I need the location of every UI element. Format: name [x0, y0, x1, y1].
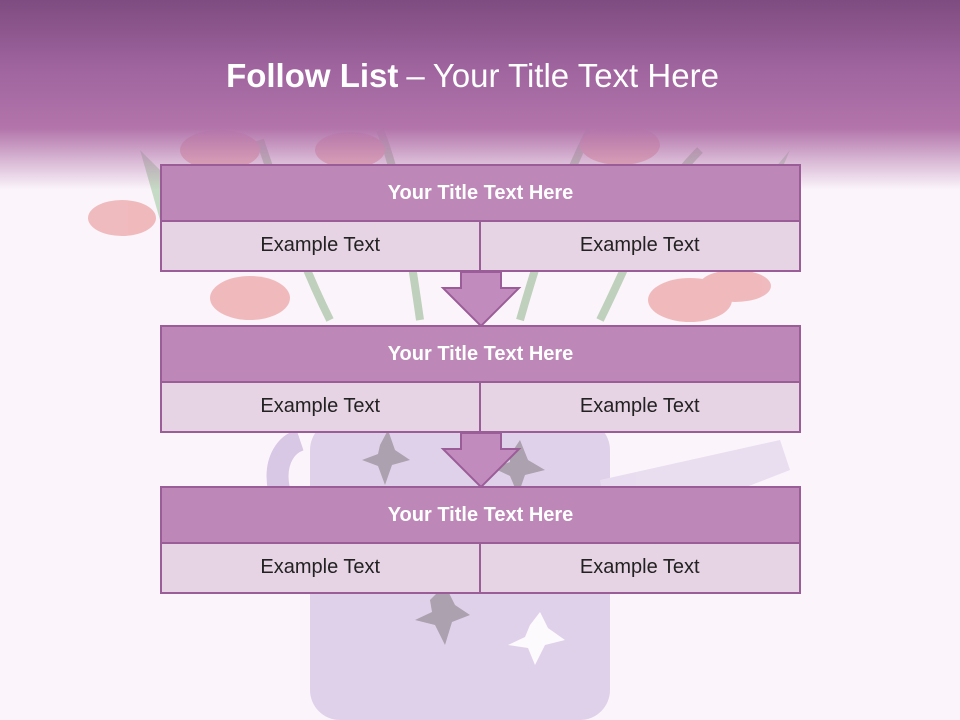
step-row: Example Text Example Text [160, 544, 801, 594]
title-separator: – [406, 57, 425, 94]
step-box-2: Your Title Text Here Example Text Exampl… [160, 325, 801, 433]
step-title: Your Title Text Here [160, 486, 801, 544]
step-title: Your Title Text Here [160, 164, 801, 222]
step-box-3: Your Title Text Here Example Text Exampl… [160, 486, 801, 594]
step-box-1: Your Title Text Here Example Text Exampl… [160, 164, 801, 272]
step-right-text: Example Text [480, 544, 801, 594]
title-banner [0, 0, 960, 190]
step-left-text: Example Text [160, 222, 481, 272]
step-right-text: Example Text [480, 383, 801, 433]
step-right-text: Example Text [480, 222, 801, 272]
down-arrow-icon [440, 271, 522, 328]
step-left-text: Example Text [160, 383, 481, 433]
step-title: Your Title Text Here [160, 325, 801, 383]
title-rest: Your Title Text Here [432, 57, 719, 94]
title-bold: Follow List [226, 57, 399, 94]
step-left-text: Example Text [160, 544, 481, 594]
slide-title: Follow List–Your Title Text Here [0, 52, 945, 100]
step-row: Example Text Example Text [160, 222, 801, 272]
down-arrow-icon [440, 432, 522, 489]
step-row: Example Text Example Text [160, 383, 801, 433]
